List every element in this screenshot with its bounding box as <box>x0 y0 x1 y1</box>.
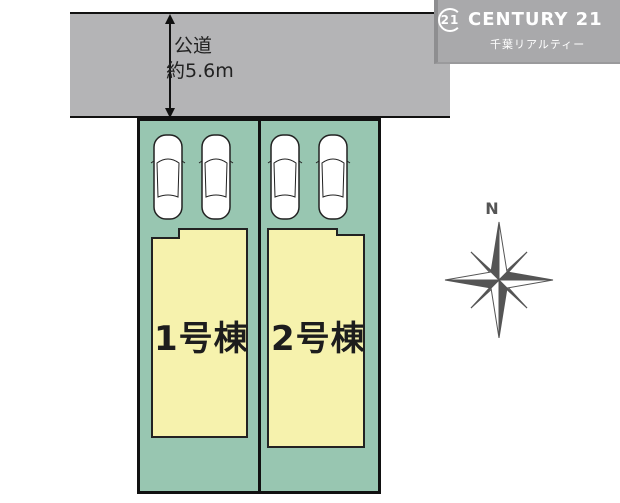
building-2-label: 2号棟 <box>271 319 366 359</box>
building-1-footprint <box>151 228 248 438</box>
brand-logo: 21 CENTURY 21 <box>438 8 603 32</box>
lot-1: 1号棟 <box>137 118 261 494</box>
century21-emblem-icon: 21 <box>438 8 462 32</box>
car-icon <box>315 134 351 220</box>
car-icon <box>198 134 234 220</box>
lot-2: 2号棟 <box>258 118 381 494</box>
brand-logo-panel <box>434 0 620 64</box>
compass-rose-icon: N <box>444 199 554 338</box>
north-label: N <box>485 199 498 218</box>
road-type: 公道 <box>174 35 213 57</box>
public-road <box>70 12 450 118</box>
road-width-arrow-icon <box>165 14 175 118</box>
car-icon <box>150 134 186 220</box>
brand-name: CENTURY 21 <box>468 9 603 30</box>
building-1-label: 1号棟 <box>154 319 249 359</box>
road-width: 約5.6m <box>166 60 234 82</box>
brand-subtitle: 千葉リアルティー <box>490 38 586 51</box>
building-2-footprint <box>267 228 365 448</box>
car-icon <box>267 134 303 220</box>
road-width-label: 公道 約5.6m <box>166 34 234 84</box>
